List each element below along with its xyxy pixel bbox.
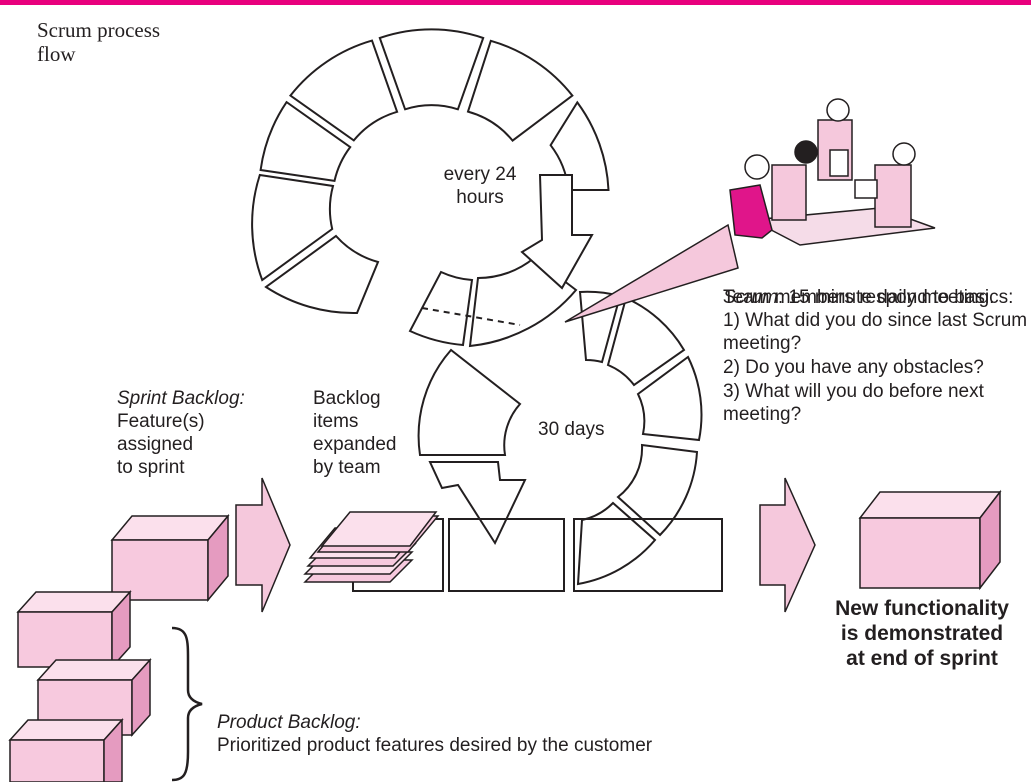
scrum-callout-pointer — [564, 223, 739, 323]
backlog-box — [16, 590, 132, 669]
sprint-ring-segment — [576, 501, 657, 586]
scrum-question-3: 3) What will you do before next meeting? — [723, 381, 984, 425]
timeline-frame — [448, 518, 565, 592]
daily-ring-segment — [408, 270, 474, 347]
diagram-title: Scrum process flow — [37, 18, 161, 66]
sprint-backlog-text: Feature(s) assigned to sprint — [117, 411, 205, 478]
product-backlog-text: Prioritized product features desired by … — [217, 735, 653, 756]
scrum-line-2: Team members respond to basics: — [723, 287, 1014, 308]
product-backlog-stack — [8, 590, 152, 782]
sprint-ring-segment — [606, 296, 686, 387]
product-backlog-heading: Product Backlog: — [217, 712, 361, 733]
sprint-backlog-box — [110, 513, 230, 603]
arrow-to-backlog-items — [235, 477, 291, 613]
scrum-question-1: 1) What did you do since last Scrum meet… — [723, 310, 1028, 354]
top-accent-bar — [0, 0, 1031, 5]
daily-ring-segment — [288, 39, 399, 142]
scrum-term: Scrum — [723, 287, 778, 308]
sprint-cycle-arrowhead — [428, 461, 527, 546]
sprint-ring-segment — [616, 443, 699, 537]
sprint-cycle-ring — [417, 290, 703, 586]
daily-ring-segment — [466, 39, 574, 142]
scrum-meeting-description: Scrum: 15 minute daily meeting. — [723, 263, 994, 309]
cycle-connector — [421, 307, 521, 326]
result-text: New functionality is demonstrated at end… — [835, 597, 1009, 670]
sprint-ring-segment — [636, 355, 703, 442]
expanded-backlog-items — [303, 511, 440, 583]
daily-cycle-arrowhead — [520, 174, 594, 290]
sprint-cycle-label: 30 days — [538, 419, 605, 440]
daily-ring-segment — [251, 173, 335, 282]
daily-ring-segment — [549, 100, 610, 191]
backlog-items-text: Backlog items expanded by team — [313, 388, 397, 478]
daily-cycle-ring — [251, 28, 610, 348]
arrow-to-result — [759, 477, 816, 613]
sprint-backlog-heading: Sprint Backlog: — [117, 388, 245, 409]
daily-ring-segment — [468, 256, 578, 348]
daily-ring-segment — [259, 100, 352, 183]
product-backlog-bracket — [171, 626, 203, 782]
sprint-ring-segment — [417, 348, 522, 456]
daily-ring-segment — [378, 28, 485, 111]
result-box — [858, 489, 1002, 591]
backlog-box — [8, 718, 124, 782]
team-meeting-illustration — [729, 98, 936, 246]
timeline-frame — [573, 518, 723, 592]
scrum-intro: : 15 minute daily meeting. — [777, 287, 995, 308]
daily-ring-segment — [264, 234, 380, 315]
daily-cycle-label: every 24 hours — [443, 164, 517, 208]
scrum-question-2: 2) Do you have any obstacles? — [723, 357, 984, 378]
